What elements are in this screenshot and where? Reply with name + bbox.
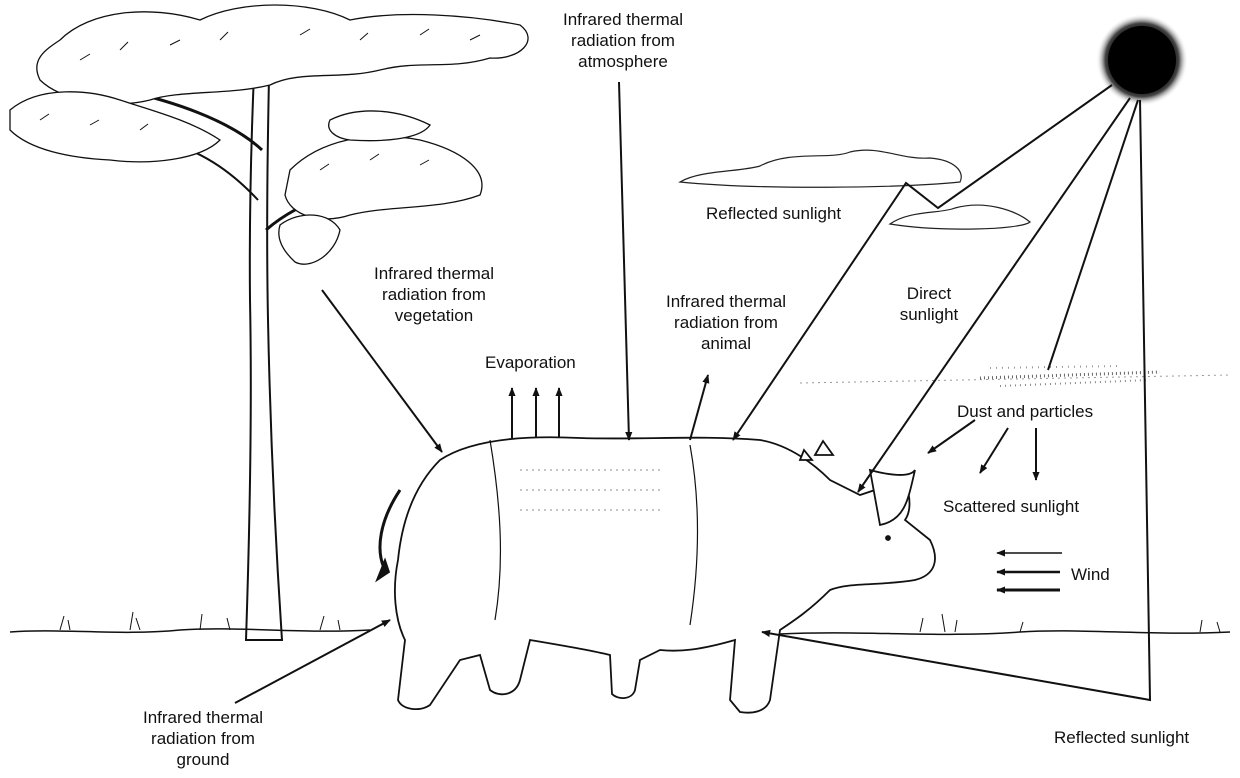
ground-label-line-1: Infrared thermal xyxy=(118,707,288,728)
reflected-sunlight-cloud-label: Reflected sunlight xyxy=(706,203,841,224)
animal-label-line-1: Infrared thermal xyxy=(641,291,811,312)
direct-label-line-1: Direct xyxy=(884,283,974,304)
reflected-cloud-sunlight-arrow xyxy=(733,85,1112,440)
atmosphere-radiation-arrow xyxy=(619,82,629,440)
rhinoceros-icon xyxy=(377,437,935,712)
ground-radiation-label: Infrared thermal radiation from ground xyxy=(118,707,288,770)
animal-label-line-2: radiation from xyxy=(641,312,811,333)
scatter-arrow-1 xyxy=(928,420,975,453)
evaporation-label: Evaporation xyxy=(485,352,576,373)
atmosphere-label-line-2: radiation from xyxy=(543,30,703,51)
dust-particles-label: Dust and particles xyxy=(957,401,1093,422)
dust-haze-icon xyxy=(800,366,1230,386)
vegetation-label-line-2: radiation from xyxy=(349,284,519,305)
atmosphere-label-line-3: atmosphere xyxy=(543,51,703,72)
reflected-sunlight-ground-label: Reflected sunlight xyxy=(1054,727,1189,748)
animal-radiation-label: Infrared thermal radiation from animal xyxy=(641,291,811,354)
direct-sunlight-label: Direct sunlight xyxy=(884,283,974,325)
animal-label-line-3: animal xyxy=(641,333,811,354)
scatter-ray xyxy=(1048,100,1138,370)
sun-icon xyxy=(1096,14,1188,106)
direct-label-line-2: sunlight xyxy=(884,304,974,325)
ground-label-line-2: radiation from xyxy=(118,728,288,749)
animal-radiation-arrow xyxy=(690,375,708,440)
scatter-arrow-2 xyxy=(980,428,1008,473)
reflected-ground-sunlight-arrow xyxy=(762,100,1150,700)
ground-label-line-3: ground xyxy=(118,749,288,770)
atmosphere-radiation-label: Infrared thermal radiation from atmosphe… xyxy=(543,9,703,72)
wind-label: Wind xyxy=(1071,564,1110,585)
atmosphere-label-line-1: Infrared thermal xyxy=(543,9,703,30)
scattered-sunlight-label: Scattered sunlight xyxy=(943,496,1079,517)
vegetation-label-line-1: Infrared thermal xyxy=(349,263,519,284)
vegetation-label-line-3: vegetation xyxy=(349,305,519,326)
vegetation-radiation-label: Infrared thermal radiation from vegetati… xyxy=(349,263,519,326)
